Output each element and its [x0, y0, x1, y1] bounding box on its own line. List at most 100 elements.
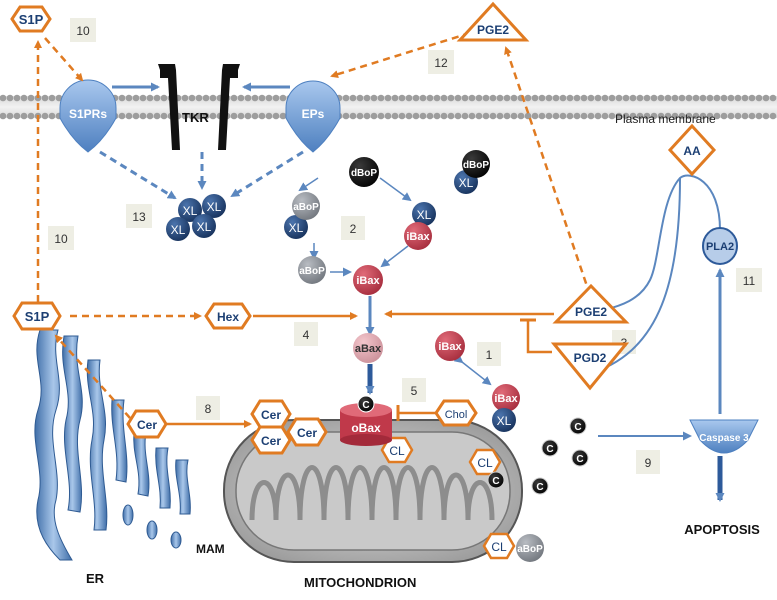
arrow-ibax-equilibrium [453, 354, 492, 386]
membrane-lipid-head [482, 112, 490, 120]
membrane-lipid-head [377, 94, 385, 102]
membrane-lipid-head [622, 112, 630, 120]
membrane-lipid-head [0, 112, 7, 120]
er-label: ER [86, 571, 105, 586]
membrane-lipid-head [622, 94, 630, 102]
step-box-10-top: 10 [70, 18, 96, 42]
membrane-lipid-head [727, 94, 735, 102]
step-box-9: 9 [636, 450, 660, 474]
xl-cluster: XL XL XL XL [166, 194, 226, 241]
svg-text:5: 5 [411, 384, 418, 398]
membrane-lipid-head [244, 94, 252, 102]
membrane-lipid-head [370, 94, 378, 102]
arrow-cer-s1p [54, 334, 131, 419]
membrane-lipid-head [629, 94, 637, 102]
membrane-lipid-head [454, 94, 462, 102]
membrane-lipid-head [587, 94, 595, 102]
s1p-lipid-top: S1P [10, 5, 52, 33]
membrane-lipid-head [538, 112, 546, 120]
abop-xl-complex: XL aBoP [284, 192, 320, 239]
membrane-lipid-head [13, 94, 21, 102]
membrane-lipid-head [6, 94, 14, 102]
membrane-lipid-head [363, 112, 371, 120]
membrane-lipid-head [615, 112, 623, 120]
membrane-lipid-head [552, 94, 560, 102]
svg-text:S1P: S1P [19, 12, 44, 27]
membrane-lipid-head [615, 94, 623, 102]
membrane-lipid-head [566, 94, 574, 102]
svg-text:XL: XL [289, 221, 304, 235]
svg-text:9: 9 [645, 456, 652, 470]
membrane-lipid-head [608, 112, 616, 120]
step-box-4: 4 [294, 322, 318, 346]
membrane-lipid-head [468, 94, 476, 102]
chol-lipid: Chol [434, 399, 478, 427]
membrane-lipid-head [496, 94, 504, 102]
membrane-lipid-head [447, 94, 455, 102]
membrane-lipid-head [41, 94, 49, 102]
dbop-protein: dBoP [349, 157, 379, 187]
svg-text:iBax: iBax [438, 341, 462, 353]
membrane-lipid-head [27, 112, 35, 120]
membrane-lipid-head [713, 112, 721, 120]
arrow-aa-pgd2 [592, 177, 681, 375]
eps-receptor: EPs [285, 80, 341, 153]
ibax-xl-complex-bottom: iBax XL [492, 384, 520, 432]
step-box-10-mid: 10 [48, 226, 74, 250]
arrow-s1p-s1prs [44, 37, 84, 82]
membrane-lipid-head [20, 94, 28, 102]
membrane-lipid-head [202, 94, 210, 102]
step-box-1: 1 [477, 342, 501, 366]
svg-text:CL: CL [491, 540, 507, 554]
membrane-lipid-head [748, 112, 756, 120]
pla2-enzyme: PLA2 [702, 227, 738, 265]
membrane-lipid-head [580, 112, 588, 120]
svg-text:Caspase 3: Caspase 3 [699, 433, 749, 444]
membrane-lipid-head [160, 94, 168, 102]
membrane-lipid-head [489, 112, 497, 120]
abax-protein: aBax [353, 333, 383, 363]
membrane-lipid-head [230, 112, 238, 120]
svg-text:iBax: iBax [494, 393, 518, 405]
membrane-lipid-head [685, 112, 693, 120]
membrane-lipid-head [748, 94, 756, 102]
svg-text:Chol: Chol [445, 409, 468, 421]
membrane-lipid-head [391, 94, 399, 102]
membrane-lipid-head [762, 112, 770, 120]
membrane-lipid-head [755, 94, 763, 102]
svg-text:S1P: S1P [25, 309, 50, 324]
mam-label: MAM [196, 542, 225, 556]
membrane-lipid-head [636, 112, 644, 120]
membrane-lipid-head [153, 94, 161, 102]
membrane-lipid-head [601, 112, 609, 120]
membrane-lipid-head [524, 112, 532, 120]
mitochondrion-label: MITOCHONDRION [304, 575, 416, 590]
cytochrome-c: C [541, 439, 559, 457]
membrane-lipid-head [41, 112, 49, 120]
membrane-lipid-head [594, 94, 602, 102]
membrane-lipid-head [342, 112, 350, 120]
membrane-lipid-head [657, 112, 665, 120]
membrane-lipid-head [370, 112, 378, 120]
membrane-lipid-head [118, 94, 126, 102]
membrane-lipid-head [412, 112, 420, 120]
membrane-lipid-head [671, 94, 679, 102]
membrane-lipid-head [419, 94, 427, 102]
membrane-lipid-head [692, 94, 700, 102]
membrane-lipid-head [503, 94, 511, 102]
membrane-lipid-head [356, 112, 364, 120]
xl-label: XL [197, 220, 212, 234]
membrane-lipid-head [342, 94, 350, 102]
cer-lipid-mito-2: Cer [250, 425, 292, 455]
membrane-lipid-head [440, 94, 448, 102]
membrane-lipid-head [27, 94, 35, 102]
cytochrome-c: C [357, 395, 375, 413]
membrane-lipid-head [685, 94, 693, 102]
membrane-lipid-head [20, 112, 28, 120]
eps-label: EPs [302, 107, 325, 121]
obax-pore: oBax [340, 403, 392, 446]
arrow-dbop-abop [298, 177, 319, 192]
membrane-lipid-head [195, 94, 203, 102]
svg-text:13: 13 [132, 210, 146, 224]
